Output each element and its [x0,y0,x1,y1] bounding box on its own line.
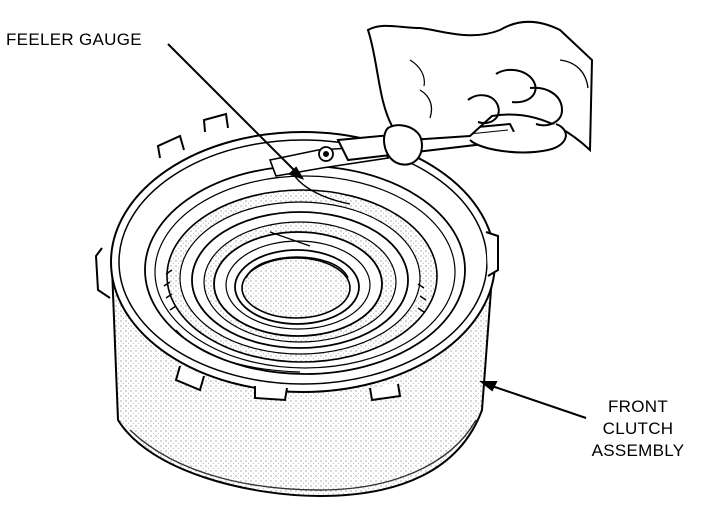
front-clutch-label-line1: FRONT [607,397,669,416]
leader-lines [167,43,587,419]
feeler-gauge-leader [167,43,301,177]
front-clutch-leader [485,383,587,419]
clutch-pack [144,165,466,375]
front-clutch-label-line2: CLUTCH [602,419,674,438]
feeler-gauge-label: FEELER GAUGE [6,30,142,49]
front-clutch-arrowhead [479,381,498,392]
front-clutch-label-line3: ASSEMBLY [591,441,685,460]
front-clutch-assembly-label: FRONT CLUTCH ASSEMBLY [578,396,698,462]
feeler-gauge-arrowhead [288,166,305,180]
hand-illustration [366,20,594,166]
